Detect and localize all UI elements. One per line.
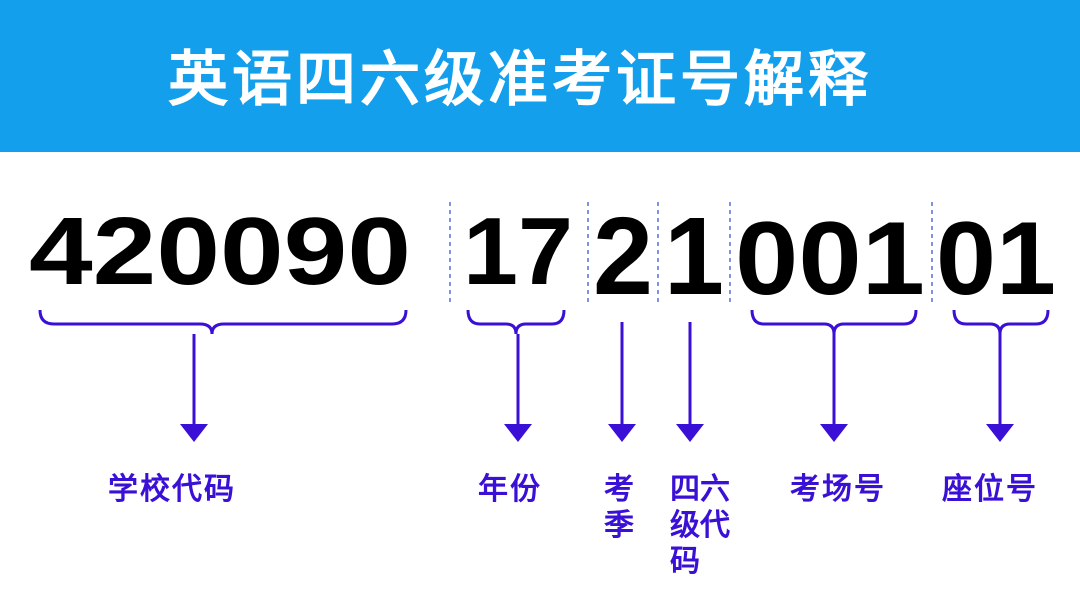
diagram-canvas: 420090 17 2 1 001 01: [29, 195, 1056, 442]
title-banner: 英语四六级准考证号解释: [0, 0, 1080, 152]
label-school-code: 学校代码: [108, 472, 236, 507]
arrow-seat-number: [986, 334, 1014, 442]
arrow-level-code: [676, 322, 704, 442]
arrow-school-code: [180, 334, 208, 442]
brace-year: [466, 309, 566, 335]
digits-year: 17: [463, 198, 573, 305]
label-seat-number: 座位号: [942, 472, 1038, 507]
page-title: 英语四六级准考证号解释: [168, 45, 872, 115]
segment-separators: [449, 202, 933, 302]
label-season: 考季: [604, 472, 634, 543]
label-level-code: 四六级代码: [670, 472, 730, 579]
arrow-season: [608, 322, 636, 442]
label-room-number: 考场号: [790, 472, 886, 507]
digits-level-code: 1: [664, 195, 724, 318]
label-year: 年份: [478, 472, 542, 507]
digits-seat-number: 01: [936, 201, 1056, 317]
brace-school-code: [38, 309, 408, 335]
digits-room-number: 001: [735, 201, 925, 317]
exam-number: 420090 17 2 1 001 01: [29, 195, 1056, 318]
arrow-year: [504, 334, 532, 442]
arrow-room-number: [820, 334, 848, 442]
digits-season: 2: [593, 195, 653, 318]
digits-school-code: 420090: [29, 198, 411, 305]
arrows: [180, 322, 1014, 442]
